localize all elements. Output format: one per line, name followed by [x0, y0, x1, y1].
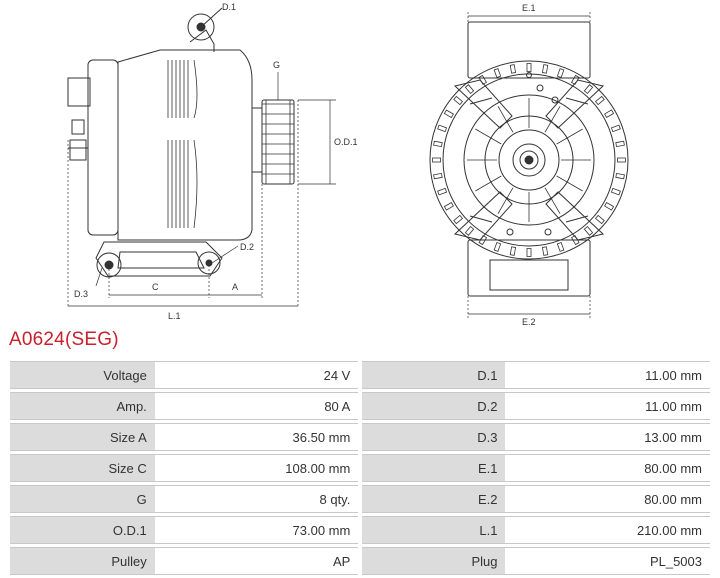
spec-label-left: O.D.1: [10, 516, 155, 544]
spec-value-left: 24 V: [154, 361, 359, 389]
column-gap: [358, 547, 363, 575]
spec-value-right: 13.00 mm: [505, 423, 710, 451]
spec-value-left: 36.50 mm: [154, 423, 359, 451]
spec-label-right: D.1: [362, 361, 506, 389]
spec-value-left: 80 A: [154, 392, 359, 420]
spec-value-right: 11.00 mm: [505, 361, 710, 389]
spec-label-right: D.2: [362, 392, 506, 420]
dim-label-d3: D.3: [74, 289, 88, 299]
dim-label-d1: D.1: [222, 2, 236, 12]
dim-label-od1: O.D.1: [334, 137, 358, 147]
spec-label-right: D.3: [362, 423, 506, 451]
page-title: A0624(SEG): [9, 329, 119, 350]
alternator-front-view: [429, 21, 629, 297]
spec-label-left: Size C: [10, 454, 155, 482]
alternator-side-view: [67, 7, 295, 278]
column-gap: [358, 485, 363, 513]
dim-label-l1: L.1: [168, 311, 181, 321]
spec-value-left: AP: [154, 547, 359, 575]
spec-value-right: 210.00 mm: [505, 516, 710, 544]
front-dimension-lines: [467, 10, 591, 318]
spec-value-left: 108.00 mm: [154, 454, 359, 482]
column-gap: [358, 454, 363, 482]
spec-label-left: G: [10, 485, 155, 513]
column-gap: [358, 392, 363, 420]
spec-value-right: 80.00 mm: [505, 454, 710, 482]
spec-label-right: E.2: [362, 485, 506, 513]
technical-drawing: D.1 G O.D.1 D.2 D.3 C A L.1 E.1 E.2: [67, 2, 629, 327]
dim-label-c: C: [152, 282, 159, 292]
column-gap: [358, 423, 363, 451]
dim-label-g: G: [273, 60, 280, 70]
spec-value-right: 11.00 mm: [505, 392, 710, 420]
spec-label-right: L.1: [362, 516, 506, 544]
spec-value-right: PL_5003: [505, 547, 710, 575]
spec-label-left: Amp.: [10, 392, 155, 420]
side-dimension-lines: [67, 72, 336, 308]
spec-label-left: Size A: [10, 423, 155, 451]
dim-label-e2: E.2: [522, 317, 536, 327]
dim-label-e1: E.1: [522, 3, 536, 13]
spec-value-left: 8 qty.: [154, 485, 359, 513]
dim-label-d2: D.2: [240, 242, 254, 252]
column-gap: [358, 516, 363, 544]
spec-label-right: E.1: [362, 454, 506, 482]
column-gap: [358, 361, 363, 389]
spec-value-right: 80.00 mm: [505, 485, 710, 513]
spec-value-left: 73.00 mm: [154, 516, 359, 544]
spec-label-left: Voltage: [10, 361, 155, 389]
dim-label-a: A: [232, 282, 238, 292]
